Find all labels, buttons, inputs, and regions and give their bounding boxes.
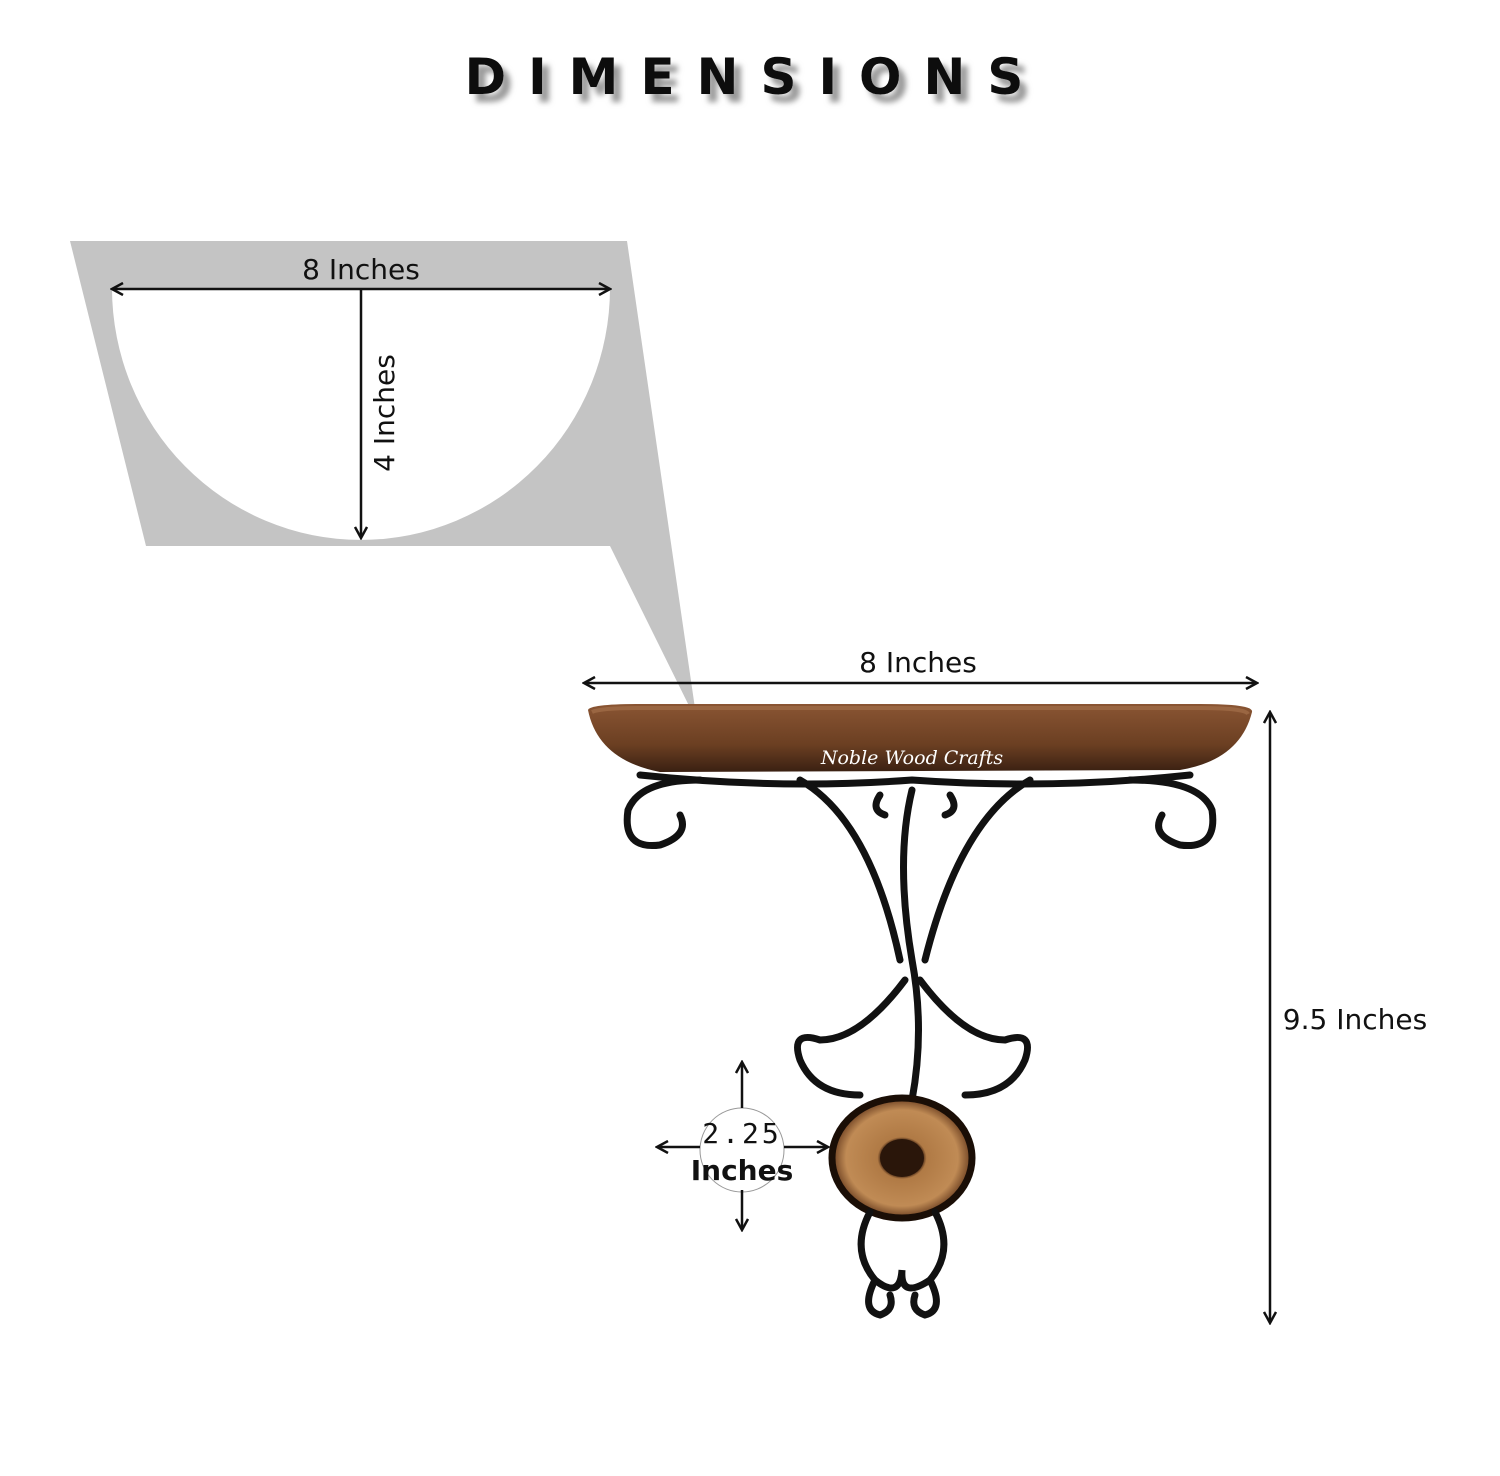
medallion-size-value: 2.25 [702,1117,781,1150]
product-width-label: 8 Inches [859,646,977,679]
top-depth-label: 4 Inches [368,354,401,472]
brand-label: Noble Wood Crafts [820,747,1004,769]
medallion-size-unit: Inches [691,1154,794,1187]
top-width-label: 8 Inches [302,253,420,286]
wooden-shelf-top [588,704,1253,772]
product-height-label: 9.5 Inches [1283,1003,1427,1036]
page-title: DIMENSIONS [465,48,1046,106]
wall-shelf-illustration [588,704,1253,1319]
